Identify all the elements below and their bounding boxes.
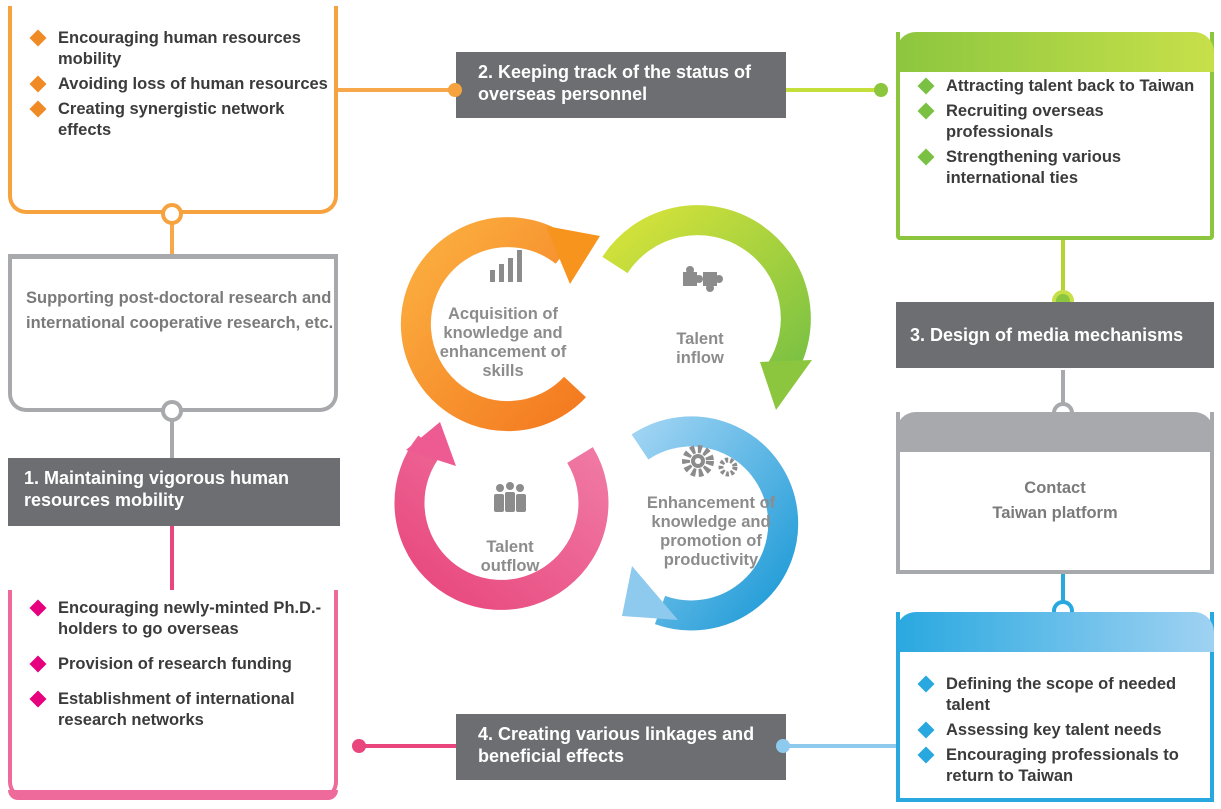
enhancement-label: Enhancement of knowledge and promotion o… [646,494,776,569]
list-item: Encouraging newly-minted Ph.D.-holders t… [29,598,337,640]
outflow-measures-list: Encouraging newly-minted Ph.D.-holders t… [29,598,337,735]
gears-icon [682,445,738,477]
list-item: Encouraging professionals to return to T… [917,745,1210,787]
label-overseas-status: 2. Keeping track of the status of overse… [456,52,786,118]
green-box-header [896,32,1214,72]
list-item: Attracting talent back to Taiwan [917,76,1210,97]
outflow-label: Talent outflow [480,538,540,575]
orange-node-dot [161,203,183,225]
talent-needs-list: Defining the scope of needed talent Asse… [917,674,1210,791]
green-link-dot [874,83,888,97]
puzzle-icon [683,266,723,292]
acquisition-cycle-arrow [400,217,600,432]
acquisition-label: Acquisition of knowledge and enhancement… [439,305,567,380]
talent-return-list: Attracting talent back to Taiwan Recruit… [917,76,1210,193]
list-item: Encouraging human resources mobility [29,28,332,70]
label-maintaining-mobility: 1. Maintaining vigorous human resources … [8,458,340,526]
gray-box-header [896,412,1214,452]
list-item: Provision of research funding [29,654,337,675]
gray-box-top-border [8,254,338,259]
inflow-cycle-arrow [602,205,812,410]
people-icon [494,482,526,512]
list-item: Strengthening various international ties [917,147,1210,189]
pink-link-dot [352,739,366,753]
list-item: Creating synergistic network effects [29,99,332,141]
post-doctoral-support-text: Supporting post-doctoral research and in… [26,289,334,332]
enhancement-cycle-arrow [622,416,799,631]
label-media-mechanisms: 3. Design of media mechanisms [896,302,1214,368]
gray-node-dot [161,400,183,422]
list-item: Recruiting overseas professionals [917,101,1210,143]
pink-box-bottom-band [8,790,338,800]
outflow-cycle-arrow [394,422,609,610]
mobility-goals-list: Encouraging human resources mobility Avo… [29,28,332,145]
bar-chart-icon [490,250,522,282]
orange-link-dot [448,83,462,97]
list-item: Assessing key talent needs [917,720,1210,741]
inflow-label: Talent inflow [676,330,724,367]
list-item: Establishment of international research … [29,689,337,731]
blue-box-header [896,612,1214,652]
outflow-measures-box: Encouraging newly-minted Ph.D.-holders t… [8,590,338,800]
list-item: Defining the scope of needed talent [917,674,1210,716]
blue-link-dot [776,739,790,753]
list-item: Avoiding loss of human resources [29,74,332,95]
label-linkages: 4. Creating various linkages and benefic… [456,714,786,780]
contact-taiwan-text: Contact Taiwan platform [992,479,1118,522]
